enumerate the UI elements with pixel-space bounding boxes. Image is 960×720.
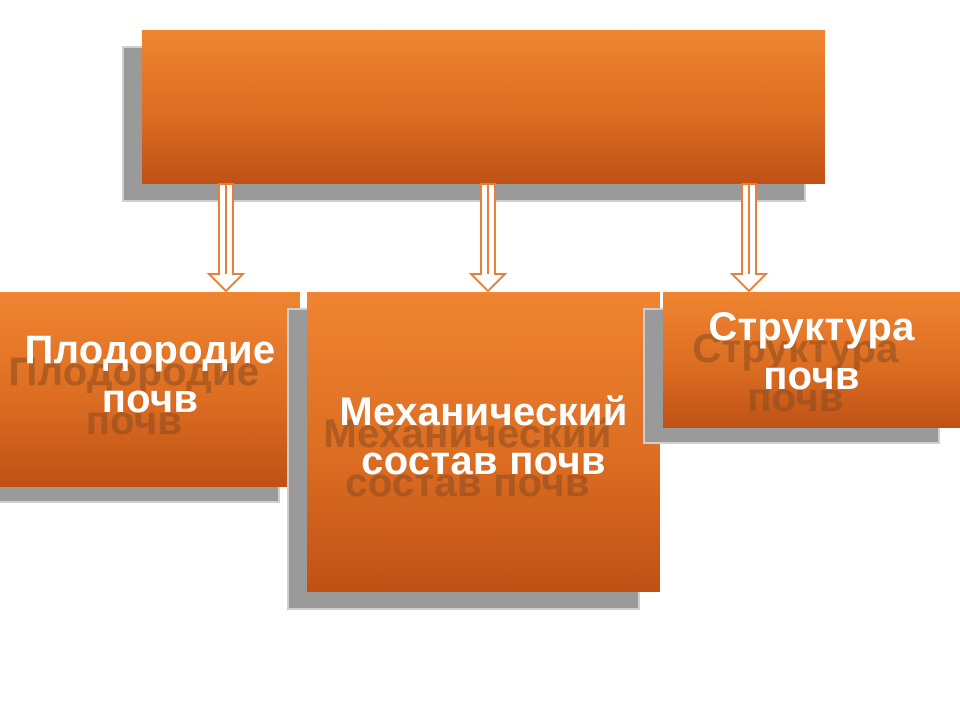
mechanical-box: Механический состав почв bbox=[307, 292, 660, 592]
title-box bbox=[142, 30, 825, 184]
fertility-box: Плодородие почв bbox=[0, 292, 300, 487]
structure-box: Структура почв bbox=[663, 292, 960, 428]
mechanical-label: Механический состав почв bbox=[323, 388, 627, 507]
connector-arrows bbox=[206, 183, 769, 293]
arrow-to-fertility bbox=[206, 183, 246, 293]
structure-label: Структура почв bbox=[692, 303, 914, 422]
arrow-to-mechanical bbox=[468, 183, 508, 293]
fertility-label: Плодородие почв bbox=[9, 326, 276, 445]
arrow-to-structure bbox=[729, 183, 769, 293]
